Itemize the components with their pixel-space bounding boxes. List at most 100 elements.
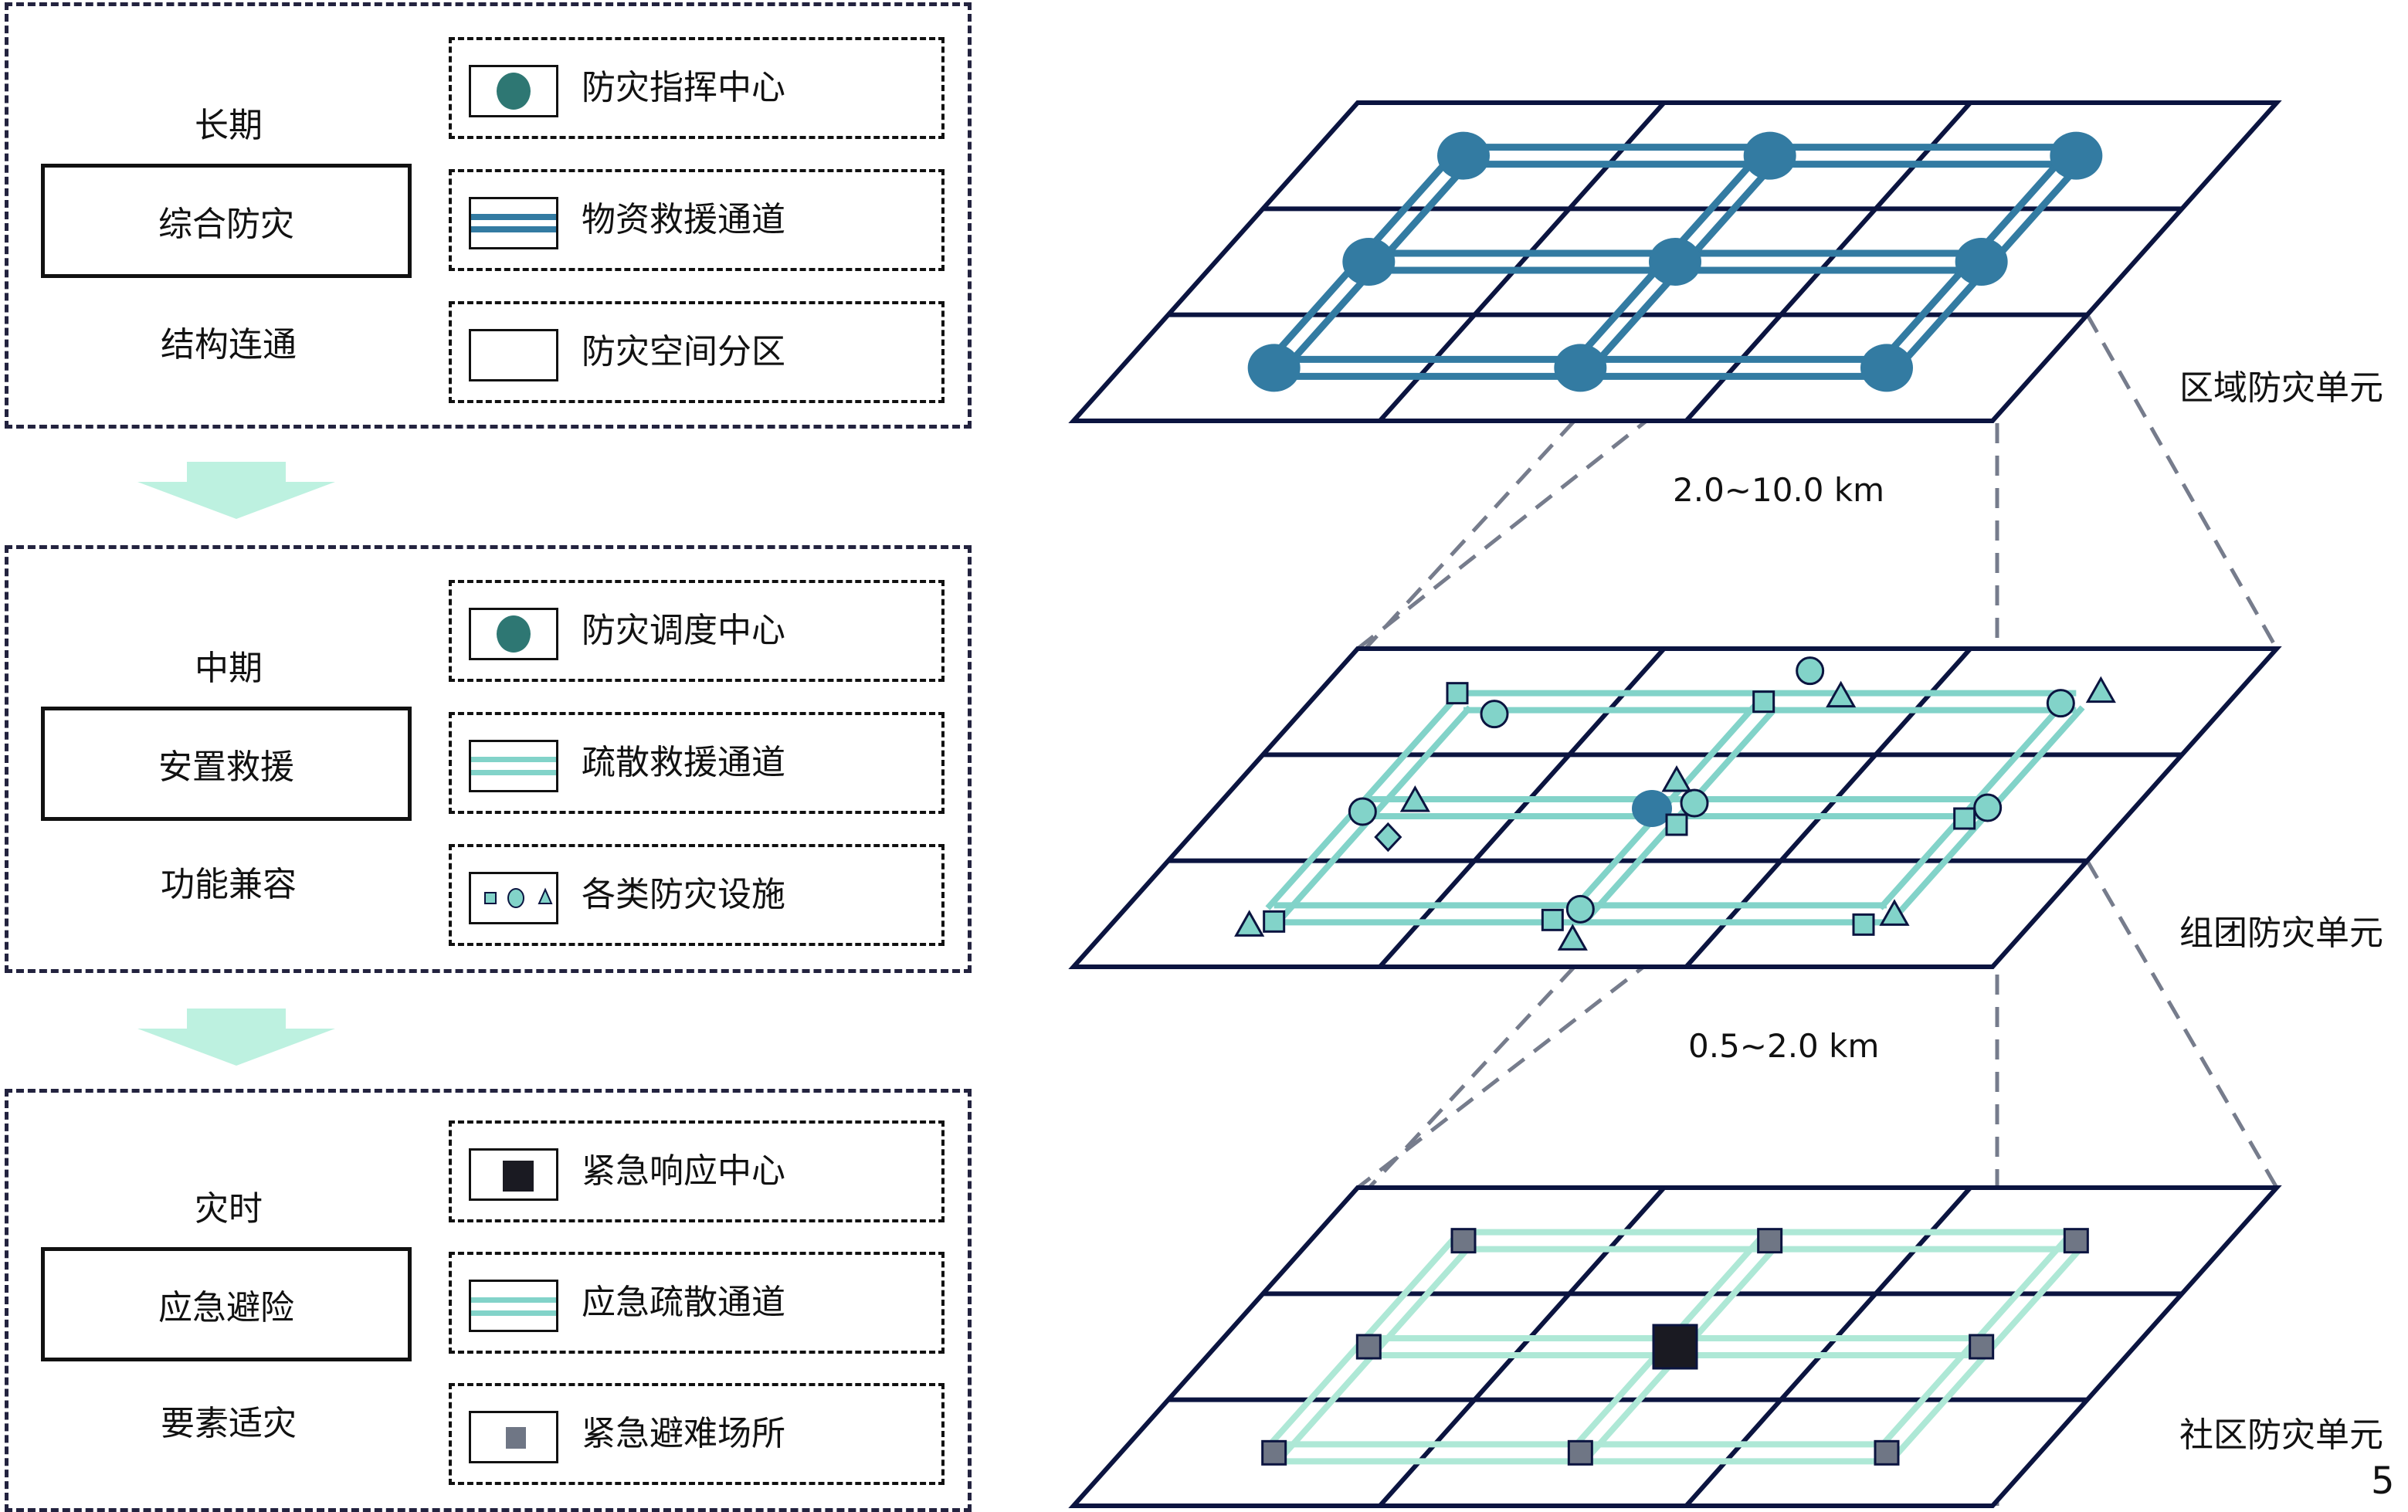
black-square-icon <box>503 1161 534 1192</box>
facility-triangle <box>1399 785 1430 812</box>
empty-square-icon <box>469 329 558 381</box>
phase-label: 灾时 <box>195 1189 263 1229</box>
facilities-swatch <box>469 872 558 924</box>
route-line <box>1372 705 1473 815</box>
page-number: 5 <box>2371 1459 2395 1503</box>
shelter-node <box>2063 1228 2089 1254</box>
facility-circle <box>1480 700 1509 729</box>
triangle-icon <box>538 887 553 904</box>
gray-square-icon <box>506 1427 526 1449</box>
phase-label: 中期 <box>195 649 263 688</box>
panel-long-term: 长期 综合防灾 结构连通 防灾指挥中心 物资救援通道 防灾空间分区 <box>5 2 972 429</box>
facility-circle <box>1680 788 1709 818</box>
route-line <box>1360 1232 1460 1344</box>
layer-label-cluster: 组团防灾单元 <box>2179 914 2383 953</box>
grid-column-line <box>1684 647 1972 968</box>
legend-label: 防灾调度中心 <box>582 611 785 650</box>
command-center-node <box>1743 131 1796 180</box>
facility-triangle <box>1234 910 1265 937</box>
route-line <box>1277 1350 1378 1461</box>
double-line-icon <box>471 214 556 220</box>
facility-triangle <box>1557 924 1588 951</box>
facility-circle <box>1348 797 1377 826</box>
dispatch-center-swatch <box>469 608 558 660</box>
facility-diamond <box>1374 822 1402 853</box>
route-line <box>1891 1350 1990 1461</box>
route-line <box>1985 705 2085 815</box>
shelter-swatch <box>469 1411 558 1463</box>
layer-label-community: 社区防灾单元 <box>2179 1415 2383 1455</box>
circle-icon <box>497 615 531 653</box>
legend-label: 紧急响应中心 <box>582 1151 785 1191</box>
legend-item-supply-route: 物资救援通道 <box>449 169 945 271</box>
connector-dashed-line <box>1356 859 1782 1189</box>
command-center-node <box>1860 344 1913 392</box>
facility-square <box>1263 910 1286 933</box>
facility-square <box>1752 690 1775 714</box>
legend-item-command-center: 防灾指挥中心 <box>449 37 945 139</box>
command-center-node <box>2050 131 2103 180</box>
facility-square <box>1953 807 1976 830</box>
facility-circle <box>1565 894 1595 924</box>
emergency-center-node <box>1652 1324 1698 1370</box>
facility-triangle <box>2085 676 2116 703</box>
route-line <box>1584 1350 1684 1461</box>
legend-item-evac-route: 疏散救援通道 <box>449 712 945 814</box>
shelter-node <box>1969 1334 1995 1360</box>
legend-label: 疏散救援通道 <box>582 743 785 782</box>
double-line-icon <box>471 757 556 762</box>
legend-item-dispatch-center: 防灾调度中心 <box>449 580 945 682</box>
legend-item-emergency-center: 紧急响应中心 <box>449 1120 945 1222</box>
route-line <box>1265 800 1365 910</box>
double-line-icon <box>471 1297 556 1303</box>
down-arrow-icon <box>137 462 335 519</box>
panel-mid-term: 中期 安置救援 功能兼容 防灾调度中心 疏散救援通道 各类防灾设施 <box>5 545 972 973</box>
emergency-route-swatch <box>469 1280 558 1332</box>
layer-label-regional: 区域防灾单元 <box>2179 368 2383 408</box>
command-center-node <box>1554 344 1607 392</box>
dispatch-center-node <box>1632 790 1672 827</box>
scale-label-regional-cluster: 2.0~10.0 km <box>1673 471 1885 509</box>
supply-route-swatch <box>469 197 558 249</box>
down-arrow-icon <box>137 1009 335 1066</box>
route-line <box>1372 1244 1473 1354</box>
panel-disaster-time: 灾时 应急避险 要素适灾 紧急响应中心 应急疏散通道 紧急避难场所 <box>5 1089 972 1512</box>
stage-box: 综合防灾 <box>41 164 412 278</box>
emergency-center-swatch <box>469 1148 558 1201</box>
legend-item-shelter: 紧急避难场所 <box>449 1383 945 1485</box>
facility-square <box>1665 813 1688 836</box>
legend-label: 防灾指挥中心 <box>582 68 785 107</box>
grid-column-line <box>1378 647 1666 968</box>
route-line <box>1985 1244 2085 1354</box>
facility-square <box>1541 908 1564 931</box>
legend-label: 各类防灾设施 <box>582 875 785 914</box>
facility-triangle <box>1661 764 1692 792</box>
facility-circle <box>2046 689 2075 718</box>
command-center-swatch <box>469 65 558 117</box>
legend-label: 应急疏散通道 <box>582 1283 785 1322</box>
legend-label: 紧急避难场所 <box>582 1414 785 1453</box>
legend-item-emergency-route: 应急疏散通道 <box>449 1252 945 1354</box>
circle-icon <box>507 888 524 908</box>
scale-label-cluster-community: 0.5~2.0 km <box>1688 1027 1880 1065</box>
route-line <box>1666 1232 1766 1344</box>
stage-box: 安置救援 <box>41 707 412 821</box>
shelter-node <box>1567 1439 1593 1466</box>
grid-column-line <box>1378 101 1666 422</box>
facility-triangle <box>1879 899 1910 926</box>
shelter-node <box>1757 1228 1783 1254</box>
facility-circle <box>1973 793 2003 822</box>
phase-label: 长期 <box>195 106 263 145</box>
shelter-node <box>1874 1439 1900 1466</box>
route-line <box>1972 1232 2073 1344</box>
grid-column-line <box>1684 1186 1972 1507</box>
legend-item-facilities: 各类防灾设施 <box>449 844 945 946</box>
route-line <box>1277 811 1378 922</box>
facility-circle <box>1796 656 1825 686</box>
command-center-node <box>1649 238 1701 286</box>
legend-label: 防灾空间分区 <box>582 332 785 371</box>
facility-square <box>1852 913 1875 936</box>
facility-square <box>1446 682 1469 705</box>
principle-label: 要素适灾 <box>161 1404 297 1443</box>
